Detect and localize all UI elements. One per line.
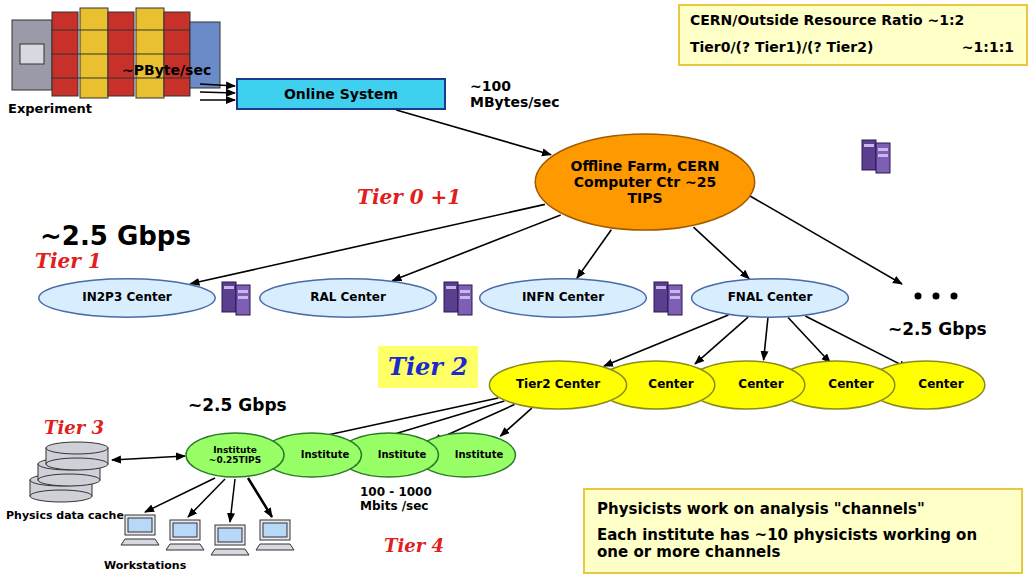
- farm-ellipse: Offline Farm, CERN Computer Ctr ~25 TIPS: [533, 132, 757, 232]
- connector: [604, 315, 728, 366]
- node-text: Online System: [284, 86, 398, 102]
- node-text: Center: [918, 378, 963, 392]
- data-cache-drawing: [30, 442, 108, 502]
- node-text: IN2P3 Center: [82, 291, 171, 305]
- annotation-label: ~2.5 Gbps: [888, 320, 987, 340]
- tier-label: Tier 1: [35, 250, 102, 273]
- tier-label-box: Tier 2: [378, 346, 478, 388]
- node-text: Institute ~0.25TIPS: [204, 445, 266, 466]
- node-text: ~1:1:1: [962, 39, 1014, 55]
- connector: [695, 317, 748, 364]
- tier-label: Tier 0 +1: [357, 186, 461, 209]
- connector: [393, 215, 561, 281]
- node-text: INFN Center: [522, 291, 604, 305]
- annotation-label: ~100 MBytes/sec: [470, 78, 570, 110]
- note-box: Physicists work on analysis "channels" Ea…: [583, 488, 1023, 574]
- connector: [190, 204, 545, 283]
- node-text: Tier2 Center: [516, 378, 600, 392]
- annotation-label: ~PByte/sec: [122, 62, 211, 78]
- node-text: FNAL Center: [728, 291, 813, 305]
- center-ellipse: Tier2 Center: [488, 360, 628, 410]
- node-text: Institute: [378, 449, 426, 461]
- annotation-label: 100 - 1000 Mbits /sec: [360, 486, 446, 514]
- node-text: Physicists work on analysis "channels": [597, 501, 925, 518]
- tier-label: Tier 4: [384, 536, 444, 557]
- center-ellipse: FNAL Center: [690, 278, 850, 318]
- node-text: Each institute has ~10 physicists workin…: [597, 527, 1009, 562]
- center-ellipse: INFN Center: [478, 278, 648, 318]
- node-text: Offline Farm, CERN Computer Ctr ~25 TIPS: [560, 158, 730, 206]
- node-text: Center: [648, 378, 693, 392]
- node-text: Tier 2: [388, 353, 468, 381]
- connector: [500, 408, 531, 436]
- note-box: CERN/Outside Resource Ratio ~1:2Tier0/(?…: [678, 4, 1028, 66]
- node-text: Center: [738, 378, 783, 392]
- node-text: CERN/Outside Resource Ratio ~1:2: [690, 12, 964, 28]
- tier-label: Tier 3: [44, 418, 104, 439]
- annotation-label: ~2.5 Gbps: [188, 396, 287, 416]
- institute-ellipse: Institute ~0.25TIPS: [185, 432, 285, 478]
- process-box: Online System: [236, 78, 446, 110]
- connector: [694, 227, 750, 279]
- node-text: RAL Center: [310, 291, 386, 305]
- node-text: Center: [828, 378, 873, 392]
- node-text: Institute: [455, 449, 503, 461]
- annotation-label: Physics data cache: [6, 510, 124, 523]
- connector: [788, 318, 830, 363]
- center-ellipse: RAL Center: [258, 278, 438, 318]
- connector: [764, 318, 768, 360]
- node-text: Tier0/(? Tier1)/(? Tier2): [690, 39, 873, 55]
- annotation-label: Workstations: [104, 560, 186, 573]
- node-text: Institute: [301, 449, 349, 461]
- detector-drawing: [12, 8, 220, 98]
- annotation-label: ~2.5 Gbps: [40, 222, 191, 252]
- connector: [577, 230, 611, 279]
- center-ellipse: IN2P3 Center: [37, 278, 217, 318]
- connector: [396, 110, 551, 155]
- annotation-label: Experiment: [8, 102, 92, 117]
